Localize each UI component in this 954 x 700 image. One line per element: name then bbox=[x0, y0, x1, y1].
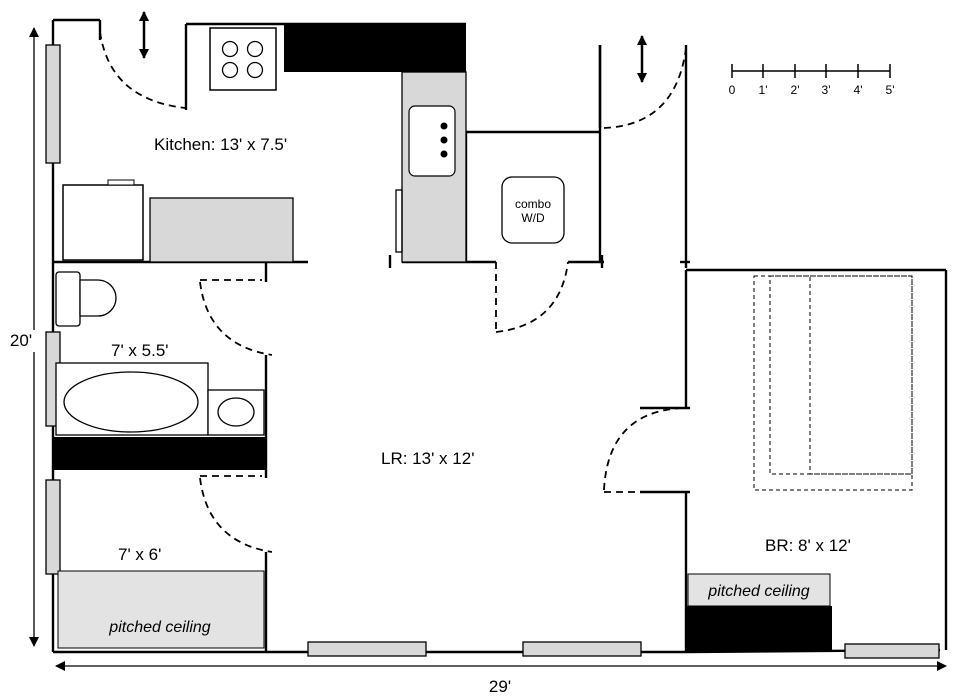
scale-tick-5: 5' bbox=[886, 83, 895, 97]
pitched-ceiling-label-bedroom: pitched ceiling bbox=[707, 583, 810, 600]
width-dimension: 29' bbox=[55, 661, 947, 696]
entry-arrows bbox=[139, 11, 647, 83]
scale-tick-4: 4' bbox=[854, 83, 863, 97]
closet-door bbox=[495, 261, 569, 333]
bathroom-closet bbox=[53, 437, 266, 470]
entry-door-kitchen bbox=[98, 20, 188, 110]
washer-dryer: combo W/D bbox=[501, 176, 565, 244]
sink bbox=[408, 105, 456, 177]
upper-cabinet bbox=[284, 24, 466, 72]
kitchen-counter-edge bbox=[395, 189, 403, 253]
height-dimension-label: 20' bbox=[10, 331, 32, 350]
scale-bar: 0 1' 2' 3' 4' 5' bbox=[729, 64, 895, 97]
scale-tick-2: 2' bbox=[791, 83, 800, 97]
living-room-label: LR: 13' x 12' bbox=[381, 449, 474, 468]
height-dimension: 20' bbox=[6, 27, 44, 647]
toilet bbox=[55, 271, 117, 327]
scale-tick-3: 3' bbox=[822, 83, 831, 97]
stove bbox=[209, 27, 277, 91]
kitchen-counter-lower bbox=[149, 197, 294, 263]
bedroom-label: BR: 8' x 12' bbox=[765, 536, 851, 555]
refrigerator bbox=[62, 179, 144, 261]
bathroom-label: 7' x 5.5' bbox=[111, 341, 169, 360]
scale-tick-0: 0 bbox=[729, 83, 736, 97]
pitched-ceiling-label-small-room: pitched ceiling bbox=[108, 619, 211, 636]
bedroom-closet bbox=[686, 606, 832, 652]
pitched-ceiling-area-small-room bbox=[57, 570, 265, 649]
width-dimension-label: 29' bbox=[489, 677, 511, 696]
washer-dryer-label-line1: combo bbox=[515, 197, 551, 211]
bed bbox=[753, 275, 913, 491]
exterior-walls bbox=[51, 18, 948, 654]
scale-tick-1: 1' bbox=[759, 83, 768, 97]
bathtub bbox=[55, 362, 209, 436]
washer-dryer-label-line2: W/D bbox=[521, 211, 545, 225]
bathroom-sink bbox=[207, 389, 265, 436]
small-room-door bbox=[199, 475, 273, 553]
kitchen-label: Kitchen: 13' x 7.5' bbox=[154, 135, 287, 154]
small-room-label: 7' x 6' bbox=[118, 545, 161, 564]
entry-door-right bbox=[598, 45, 687, 129]
bedroom-door bbox=[603, 407, 686, 493]
doors bbox=[98, 20, 687, 553]
bathroom-door bbox=[199, 279, 273, 356]
